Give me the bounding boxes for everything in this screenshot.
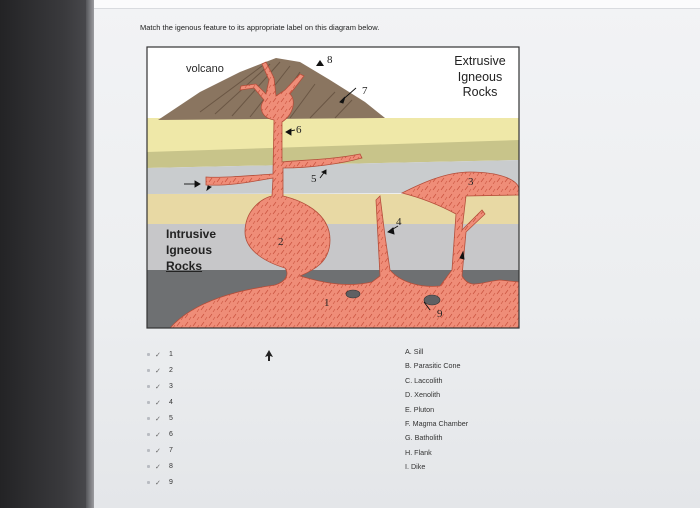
answer-row-7[interactable]: ✓ 7 [147,444,173,457]
answer-select[interactable]: ✓ [147,446,169,456]
label-line: Intrusive [166,227,217,241]
volcano-label: volcano [186,63,224,75]
xenolith [345,289,361,299]
diagram-number-5: 5 [311,173,317,185]
answer-number: 4 [169,399,173,406]
answer-select[interactable]: ✓ [147,382,169,392]
label-line: Igneous [166,243,213,257]
mouse-pointer-icon [265,350,273,361]
answer-row-6[interactable]: ✓ 6 [147,428,173,441]
diagram-number-7: 7 [362,85,368,97]
answer-number: 9 [169,479,173,486]
answer-number: 1 [169,351,173,358]
answer-select[interactable]: ✓ [147,414,169,424]
option-item: H. Flank [405,447,432,457]
answer-select[interactable]: ✓ [147,462,169,472]
label-line: Extrusive [454,54,506,68]
answer-number: 8 [169,463,173,470]
option-item: D. Xenolith [405,390,441,400]
select-field [147,433,150,436]
chevron-down-icon: ✓ [155,479,161,487]
select-field [147,417,150,420]
option-item: A. Sill [405,347,424,356]
answer-select[interactable]: ✓ [147,430,169,440]
answer-row-2[interactable]: ✓ 2 [147,364,173,377]
answer-number: 7 [169,447,173,454]
bezel-edge [86,0,94,508]
answer-row-4[interactable]: ✓ 4 [147,396,173,409]
answer-number: 6 [169,431,173,438]
label-line: Rocks [166,259,203,273]
answer-select[interactable]: ✓ [147,366,169,376]
answer-select[interactable]: ✓ [147,398,169,408]
select-field [147,465,150,468]
answer-row-3[interactable]: ✓ 3 [147,380,173,393]
answer-select[interactable]: ✓ [147,350,169,360]
option-item: F. Magma Chamber [405,419,469,429]
label-line: Igneous [457,69,503,84]
select-field [147,481,150,484]
magma-body [169,61,519,328]
answer-row-5[interactable]: ✓ 5 [147,412,173,425]
diagram-number-4: 4 [396,216,402,228]
chevron-down-icon: ✓ [155,447,161,455]
answer-select[interactable]: ✓ [147,478,169,488]
option-item: B. Parasitic Cone [405,361,461,371]
select-field [147,385,150,388]
diagram-number-3: 3 [468,176,474,188]
answer-number: 5 [169,415,173,422]
chevron-down-icon: ✓ [155,383,161,391]
select-field [147,449,150,452]
answer-row-9[interactable]: ✓ 9 [147,476,173,489]
chevron-down-icon: ✓ [155,415,161,423]
diagram-number-9: 9 [437,308,443,320]
option-item: C. Laccolith [405,375,443,385]
chevron-down-icon: ✓ [155,399,161,407]
select-field [147,369,150,372]
select-field [147,401,150,404]
chevron-down-icon: ✓ [155,463,161,471]
option-item: G. Batholith [405,433,443,443]
question-text: Match the igenous feature to its appropr… [140,23,380,32]
extrusive-label: Extrusive Igneous Rocks [440,54,520,101]
label-line: Rocks [462,85,498,99]
xenolith [423,294,441,306]
chevron-down-icon: ✓ [155,431,161,439]
chevron-down-icon: ✓ [155,351,161,359]
diagram-number-2: 2 [278,236,284,248]
intrusive-label: Intrusive Igneous Rocks [166,226,216,274]
answer-options-list: A. Sill B. Parasitic Cone C. Laccolith D… [405,345,468,475]
page-top-bar [94,0,700,9]
screen-bezel [0,0,92,508]
select-field [147,353,150,356]
answer-number: 2 [169,367,173,374]
diagram-number-8: 8 [327,54,333,66]
diagram-number-1: 1 [324,297,330,309]
answer-row-8[interactable]: ✓ 8 [147,460,173,473]
answer-number: 3 [169,383,173,390]
diagram-frame [146,46,520,329]
option-item: E. Pluton [405,404,435,414]
answer-row-1[interactable]: ✓ 1 [147,348,173,361]
rock-layer [147,140,519,168]
chevron-down-icon: ✓ [155,367,161,375]
option-item: I. Dike [405,462,426,472]
diagram-number-6: 6 [296,124,302,136]
